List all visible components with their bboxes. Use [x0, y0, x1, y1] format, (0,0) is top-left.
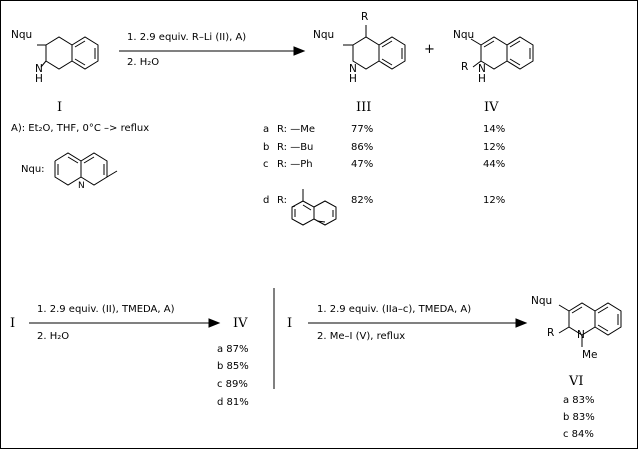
row-a-letter: a: [263, 124, 270, 135]
compound-I-group: Nqu: [11, 29, 33, 41]
bottom-left-yield-b: b 85%: [217, 361, 249, 372]
row-a-yield-III: 77%: [351, 124, 374, 135]
compound-III-h: H: [349, 73, 357, 85]
row-c-yield-III: 47%: [351, 159, 374, 170]
compound-VI-me: Me: [582, 349, 598, 361]
compound-I-label: I: [57, 100, 63, 115]
nqu-structure: [54, 152, 118, 186]
compound-VI-group: Nqu: [531, 295, 553, 307]
row-d-yield-III: 82%: [351, 195, 374, 206]
compound-IV-r: R: [461, 61, 469, 73]
row-b-yield-III: 86%: [351, 142, 374, 153]
plus-sign: +: [424, 42, 435, 57]
compound-VI-structure: [558, 302, 622, 347]
row-d-r: R:: [277, 195, 288, 206]
bottom-left-reagent1: 1. 2.9 equiv. (II), TMEDA, A): [37, 304, 175, 315]
row-c-letter: c: [263, 159, 269, 170]
row-a-yield-IV: 14%: [483, 124, 506, 135]
bottom-right-arrow: [308, 318, 528, 328]
row-b-yield-IV: 12%: [483, 142, 506, 153]
naphthyl-structure: [291, 189, 337, 226]
row-b-letter: b: [263, 142, 270, 153]
compound-III-structure: [343, 25, 406, 70]
conditions-note: A): Et₂O, THF, 0°C –> reflux: [11, 123, 150, 134]
compound-VI-n: N: [577, 329, 585, 341]
row-d-letter: d: [263, 195, 270, 206]
compound-IV-n: N: [478, 63, 486, 75]
bottom-right-yield-c: c 84%: [563, 429, 594, 440]
row-c-yield-IV: 44%: [483, 159, 506, 170]
bottom-left-arrow: [29, 318, 221, 328]
top-reaction-arrow: [119, 46, 306, 56]
bottom-right-reagent2: 2. Me–I (V), reflux: [317, 331, 406, 342]
compound-I-h: H: [35, 73, 43, 85]
compound-IV-group: Nqu: [453, 29, 475, 41]
compound-III-label: III: [356, 100, 372, 115]
compound-VI-r: R: [547, 327, 555, 339]
compound-III-r: R: [361, 11, 369, 23]
bottom-left-yield-c: c 89%: [217, 379, 248, 390]
compound-IV-h: H: [478, 73, 486, 85]
bottom-left-reagent2: 2. H₂O: [37, 331, 70, 342]
compound-I-structure: [37, 36, 99, 70]
row-b-r: R: —Bu: [277, 142, 314, 153]
compound-IV-structure: [470, 36, 534, 70]
bottom-right-yield-b: b 83%: [563, 412, 595, 423]
top-reagent-line2: 2. H₂O: [127, 57, 160, 68]
compound-I-n: N: [35, 63, 43, 75]
nqu-legend-label: Nqu:: [21, 164, 45, 175]
compound-III-group: Nqu: [313, 29, 335, 41]
compound-III-n: N: [349, 63, 357, 75]
bottom-right-start: I: [287, 316, 293, 331]
bottom-left-yield-d: d 81%: [217, 397, 249, 408]
compound-VI-label: VI: [569, 374, 584, 389]
row-c-r: R: —Ph: [277, 159, 313, 170]
bottom-left-start: I: [10, 316, 16, 331]
bottom-right-yield-a: a 83%: [563, 395, 595, 406]
top-reagent-line1: 1. 2.9 equiv. R–Li (II), A): [127, 32, 247, 43]
bottom-right-reagent1: 1. 2.9 equiv. (IIa–c), TMEDA, A): [317, 304, 472, 315]
bottom-left-product: IV: [233, 316, 248, 331]
row-d-yield-IV: 12%: [483, 195, 506, 206]
nqu-ring-n: N: [78, 181, 85, 191]
compound-IV-label: IV: [484, 100, 499, 115]
bottom-left-yield-a: a 87%: [217, 344, 249, 355]
row-a-r: R: —Me: [277, 124, 315, 135]
